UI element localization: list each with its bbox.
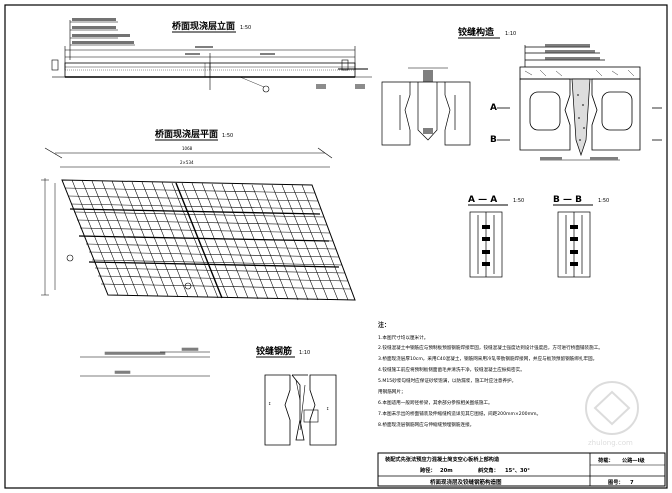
tb-sheet-label: 图号： [608, 478, 624, 486]
plan-dim-half: 2×534 [180, 160, 194, 165]
note-2: 2.铰缝混凝土中钢筋应与预制板预留钢筋焊接牢固，铰缝混凝土强度达到设计强度后，方… [378, 344, 603, 351]
plan-title: 桥面现浇层平面 [155, 128, 218, 140]
note-8: 8.桥面现浇层钢筋网应与伸缩缝预埋钢筋连接。 [378, 421, 474, 428]
tb-load-label: 荷载： [598, 456, 614, 464]
hinge-rebar-view: 铰缝钢筋 1:10 ↕ ↕ [256, 345, 337, 446]
notes-block: 注： 1.本图尺寸均以厘米计。 2.铰缝混凝土中钢筋应与预制板预留钢筋焊接牢固，… [378, 321, 603, 428]
watermark-text: zhulong.com [588, 439, 633, 447]
note-5: 5.M15砂浆勾缝时应保证砂浆饱满，以防漏浆，施工时应注意养护。 [378, 377, 516, 384]
lower-left-detail [80, 347, 210, 377]
hinge-scale: 1:10 [505, 31, 516, 37]
note-6: 6.本图适用一般跨径桥梁，其余部分参照相关图纸施工。 [378, 399, 493, 406]
tb-project: 装配式先张法预应力混凝土简支空心板桥上部构造 [385, 455, 500, 463]
rebar-mesh [61, 179, 356, 301]
tb-sheet-value: 7 [630, 480, 634, 486]
marker-b-label: B [490, 135, 497, 145]
notes-heading: 注： [378, 321, 390, 329]
plan-scale: 1:50 [222, 133, 233, 139]
svg-text:↕: ↕ [268, 401, 271, 406]
note-5b: 用钢筋网片； [378, 388, 406, 395]
watermark-logo: zhulong.com [585, 381, 639, 447]
tb-drawing-name: 桥面现浇层及铰缝钢筋构造图 [430, 478, 502, 486]
elevation-scale: 1:50 [240, 25, 251, 31]
section-a-view: A — A 1:50 [468, 195, 524, 278]
hinge-rebar-title: 铰缝钢筋 [256, 345, 292, 357]
tb-load-value: 公路—I级 [622, 456, 645, 464]
plan-view: 桥面现浇层平面 1:50 1068 2×534 [41, 128, 356, 301]
section-a-scale: 1:50 [513, 198, 524, 204]
note-1: 1.本图尺寸均以厘米计。 [378, 334, 428, 341]
section-b-scale: 1:50 [598, 198, 609, 204]
section-b-view: B — B 1:50 [553, 195, 609, 278]
svg-text:↕: ↕ [326, 406, 329, 411]
tb-skew-value: 15°、30° [505, 468, 530, 474]
title-block: 装配式先张法预应力混凝土简支空心板桥上部构造 跨径： 20m 斜交角： 15°、… [377, 452, 666, 487]
section-a-title: A — A [468, 195, 497, 205]
outer-border [4, 4, 668, 489]
tb-span-value: 20m [440, 468, 453, 474]
note-3: 3.桥面现浇层厚10cm，采用C40混凝土，钢筋网采用冷轧带肋钢筋焊接网，并应与… [378, 355, 597, 362]
elevation-view: 桥面现浇层立面 1:50 [51, 18, 372, 93]
note-7: 7.本图未示出的桥面铺装及伸缩缝构造详见其它图纸，间距200mm×200mm。 [378, 410, 541, 417]
marker-a-label: A [490, 103, 497, 113]
elevation-title: 桥面现浇层立面 [172, 20, 235, 32]
plan-dim-total: 1068 [182, 146, 193, 151]
tb-span-label: 跨径： [420, 466, 436, 474]
note-4: 4.铰缝施工前应将预制板侧面凿毛并清洗干净，铰缝混凝土应振捣密实。 [378, 366, 525, 373]
section-b-title: B — B [553, 195, 582, 205]
hinge-title: 铰缝构造 [458, 26, 495, 38]
hinge-construction-view: 铰缝构造 1:10 [381, 26, 662, 161]
hinge-rebar-scale: 1:10 [299, 350, 310, 356]
tb-skew-label: 斜交角： [477, 466, 499, 474]
